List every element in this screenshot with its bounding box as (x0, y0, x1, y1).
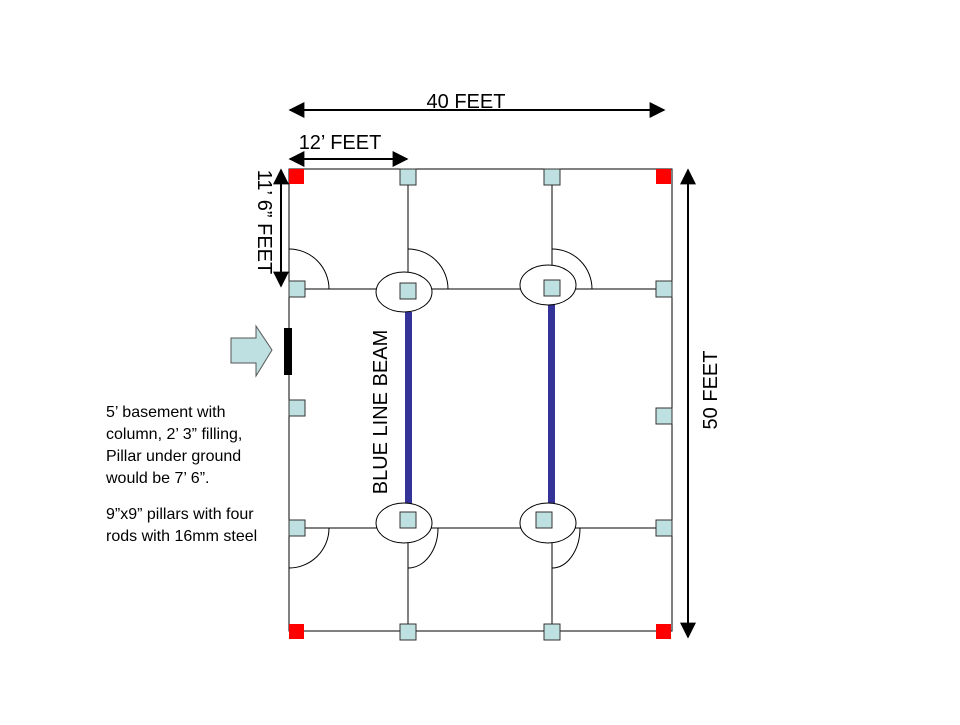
pillar (399, 511, 417, 529)
corner-pillar (289, 624, 304, 639)
pillar (399, 623, 417, 641)
entry-door (284, 328, 292, 375)
label-40-feet: 40 FEET (427, 91, 506, 113)
door-swing-arc (407, 248, 449, 290)
blue-beams (405, 302, 555, 505)
note-basement: 5’ basement with column, 2’ 3” filling, … (106, 404, 243, 487)
pillar (543, 279, 561, 297)
pillar (655, 519, 673, 537)
label-11ft-6in: 11’ 6” FEET (253, 170, 275, 274)
entry-arrow-icon (230, 324, 273, 378)
door-swing-arc (551, 527, 581, 569)
pillar (288, 280, 306, 298)
blue-beam-right (548, 302, 555, 505)
plot-boundary (288, 168, 673, 632)
plot-grid (288, 168, 673, 632)
door-swings (288, 248, 593, 569)
door-swing-arc (288, 527, 330, 569)
label-blue-line-beam: BLUE LINE BEAM (370, 330, 392, 495)
corner-pillars (289, 169, 671, 639)
pillar (655, 407, 673, 425)
label-50-feet: 50 FEET (700, 351, 722, 430)
corner-pillar (656, 624, 671, 639)
corner-pillar (656, 169, 671, 184)
pillar (399, 168, 417, 186)
note-pillars: 9”x9” pillars with four rods with 16mm s… (106, 506, 258, 545)
pillar (655, 280, 673, 298)
pillar (535, 511, 553, 529)
door-swing-arc (551, 248, 593, 290)
corner-pillar (289, 169, 304, 184)
pillar (543, 168, 561, 186)
door-swing-arc (407, 527, 439, 569)
door-swing-arc (288, 248, 330, 290)
pillar (543, 623, 561, 641)
pillars (288, 168, 673, 641)
pillar (288, 399, 306, 417)
blue-beam-left (405, 312, 412, 505)
pillar (399, 282, 417, 300)
pillar (288, 519, 306, 537)
dimension-arrows (273, 102, 696, 639)
label-12-feet: 12’ FEET (299, 132, 382, 154)
